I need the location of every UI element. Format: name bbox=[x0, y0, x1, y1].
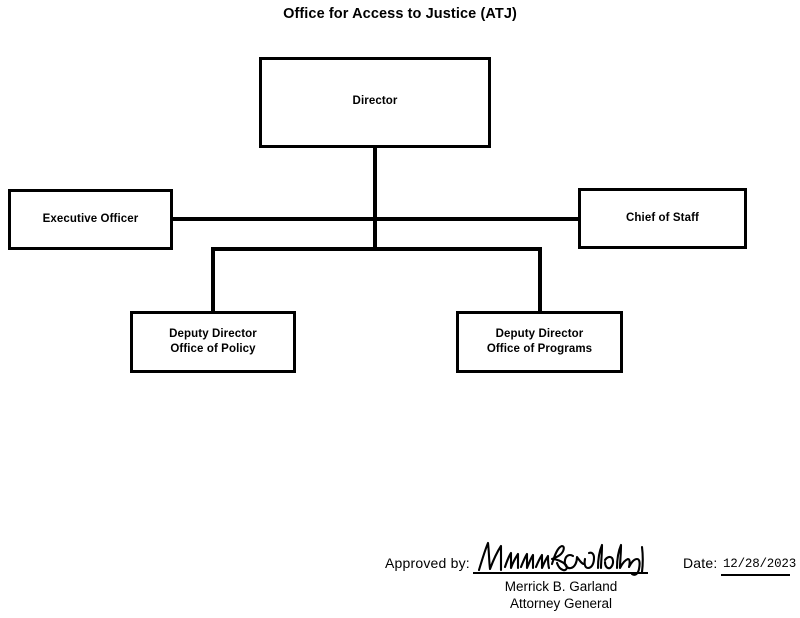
signatory-title: Attorney General bbox=[509, 596, 613, 611]
org-node-director-label: Director bbox=[352, 95, 398, 108]
signatory-name: Merrick B. Garland bbox=[504, 579, 618, 594]
org-node-deputy-director-policy: Deputy Director Office of Policy bbox=[130, 311, 296, 373]
approved-by-label: Approved by: bbox=[385, 555, 470, 571]
org-node-chief-of-staff: Chief of Staff bbox=[578, 188, 747, 249]
signature-line bbox=[473, 572, 648, 574]
connector-director-stem bbox=[373, 148, 377, 251]
org-node-deputy-director-programs-label: Deputy Director Office of Programs bbox=[486, 328, 593, 355]
page-title: Office for Access to Justice (ATJ) bbox=[283, 6, 517, 22]
connector-deputy-bus bbox=[211, 247, 542, 251]
org-node-deputy-director-policy-label: Deputy Director Office of Policy bbox=[169, 328, 257, 355]
date-line bbox=[721, 574, 790, 576]
connector-drop-deputy-programs bbox=[538, 247, 542, 313]
signature-image bbox=[477, 541, 644, 576]
org-node-director: Director bbox=[259, 57, 491, 148]
org-node-executive-officer-label: Executive Officer bbox=[42, 213, 139, 226]
approval-block: Approved by: Merrick B. Garland Attorney… bbox=[0, 540, 800, 618]
connector-drop-deputy-policy bbox=[211, 247, 215, 313]
org-node-chief-of-staff-label: Chief of Staff bbox=[626, 212, 699, 225]
date-value: 12/28/2023 bbox=[723, 557, 797, 571]
connector-peer-bus bbox=[171, 217, 580, 221]
org-node-deputy-director-programs: Deputy Director Office of Programs bbox=[456, 311, 623, 373]
org-node-executive-officer: Executive Officer bbox=[8, 189, 173, 250]
date-label: Date: bbox=[683, 555, 718, 571]
